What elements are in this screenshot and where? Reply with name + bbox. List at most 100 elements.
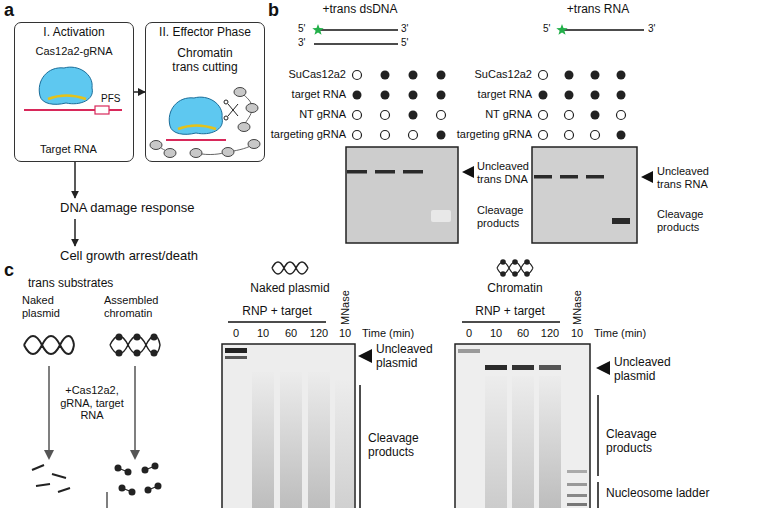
dna-fragment (36, 484, 50, 486)
nucleosome-bead (129, 489, 136, 496)
strand-end: 5' (543, 23, 550, 35)
gel-image (222, 344, 355, 508)
gel-image (346, 147, 458, 243)
phase-box: II. Effector PhaseChromatin trans cuttin… (145, 22, 265, 162)
band-label: Uncleaved plasmid (376, 343, 438, 371)
band-pointer (462, 166, 474, 178)
present-dot (381, 71, 390, 80)
complex-label: Cas12a2-gRNA (35, 45, 112, 58)
present-dot (437, 71, 446, 80)
absent-dot (539, 71, 548, 80)
gel-title: Naked plasmid (250, 282, 329, 296)
gel-band (485, 365, 507, 370)
lane-number: 10 (490, 327, 502, 340)
reaction-arrow (134, 366, 136, 452)
absent-dot (381, 111, 390, 120)
outcome-label: Cell growth arrest/death (60, 249, 198, 264)
lane-number: 10 (339, 327, 351, 340)
gel-smear (308, 372, 330, 508)
nucleosome-bead (155, 483, 162, 490)
pfs-label: PFS (101, 93, 120, 105)
row-label: NT gRNA (299, 108, 346, 121)
gel-smear (512, 376, 534, 508)
nucleosome-bead (142, 467, 149, 474)
reaction-arrow (44, 450, 54, 460)
gel-band (560, 175, 578, 179)
lane-label: MNase (339, 290, 352, 325)
present-dot (591, 111, 600, 120)
outcome-label: DNA damage response (60, 201, 194, 216)
gel-band (567, 470, 587, 473)
present-dot (617, 131, 626, 140)
strand-end: 3' (401, 23, 408, 35)
flow-arrow (134, 91, 145, 93)
gel-smear (485, 376, 507, 508)
lane-group-label: RNP + target (475, 305, 544, 319)
axis-label: Time (min) (594, 327, 646, 340)
gel-band (458, 349, 480, 353)
dna-fragment (52, 474, 66, 478)
nucleosome-bead (500, 259, 506, 265)
present-dot (617, 71, 626, 80)
present-dot (437, 91, 446, 100)
present-dot (617, 91, 626, 100)
nucleosome-bead (512, 271, 518, 277)
nucleosome-bead (134, 350, 141, 357)
gel-band (567, 494, 587, 497)
outcome-text: Cell growth arrest/death (58, 246, 200, 267)
rna-strand (562, 29, 644, 31)
nucleosome-bead (151, 334, 158, 341)
band-label: Uncleaved plasmid (614, 356, 676, 384)
panel-divider (106, 492, 108, 508)
nucleosome-bead (145, 487, 152, 494)
gel-band (431, 210, 451, 222)
row-label: SuCas12a2 (289, 68, 347, 81)
band-pointer (358, 349, 372, 363)
dna-strand (318, 29, 398, 31)
band-label: Cleavage products (606, 428, 676, 456)
absent-dot (353, 71, 362, 80)
nucleosome-bead (152, 463, 159, 470)
row-label: targeting gRNA (457, 128, 532, 141)
band-label: Uncleaved trans DNA (477, 160, 533, 185)
gel-band (347, 170, 367, 174)
scissors (228, 104, 238, 116)
row-label: NT gRNA (485, 108, 532, 121)
nucleosome-bead (119, 485, 126, 492)
substrate-title: +trans dsDNA (322, 3, 397, 17)
axis-label: Time (min) (362, 327, 414, 340)
nucleosome-bead (512, 259, 518, 265)
band-pointer (641, 171, 653, 183)
substrate-title: +trans RNA (567, 3, 629, 17)
nucleosome (248, 140, 260, 149)
strand-end: 3' (648, 23, 655, 35)
nucleosome-bead (116, 334, 123, 341)
section-heading: trans substrates (28, 277, 113, 291)
gel-band (539, 365, 561, 370)
absent-dot (565, 131, 574, 140)
gel-band (225, 348, 247, 353)
gel-band (567, 483, 587, 486)
range-bracket (597, 482, 599, 508)
gel-band (403, 170, 423, 174)
nucleosome-bead (151, 350, 158, 357)
present-dot (539, 91, 548, 100)
phase-box: I. ActivationCas12a2-gRNAPFSTarget RNA (14, 22, 134, 162)
lane-number: 10 (571, 327, 583, 340)
dna-fragment (58, 488, 70, 492)
lane-number: 0 (466, 327, 472, 340)
gel-band (225, 356, 247, 359)
panel-letter: c (4, 260, 14, 281)
present-dot (591, 91, 600, 100)
gel-smear (252, 372, 274, 508)
guide-rna (178, 126, 216, 130)
strand-end: 5' (401, 37, 408, 49)
nucleosome (246, 104, 258, 113)
lane-number: 10 (257, 327, 269, 340)
lane-number: 60 (285, 327, 297, 340)
flow-arrow (74, 162, 76, 198)
gel-smear (335, 380, 354, 508)
absent-dot (437, 111, 446, 120)
absent-dot (353, 131, 362, 140)
